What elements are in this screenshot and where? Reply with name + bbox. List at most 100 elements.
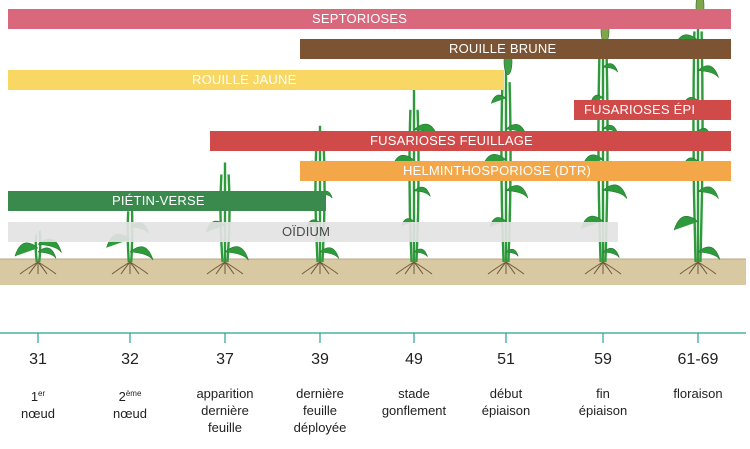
plant-leaf [505, 248, 519, 257]
plant-leaf [673, 215, 699, 231]
stage-32-line: nœud [113, 406, 147, 421]
stage-32-ord: 2 [118, 389, 126, 404]
rouille-jaune-bar: ROUILLE JAUNE [8, 70, 504, 90]
septorioses-bar: SEPTORIOSES [8, 9, 731, 29]
stage-61-69-code: 61-69 [677, 351, 719, 368]
stage-31-line: nœud [21, 406, 55, 421]
plant-leaf [129, 246, 154, 261]
fusarioses-epi-label: FUSARIOSES ÉPI [584, 102, 696, 117]
stage-31-code: 31 [29, 351, 47, 368]
rouille-brune-label: ROUILLE BRUNE [449, 41, 557, 56]
stage-59-line1: fin [596, 386, 610, 401]
stage-49-line1: stade [398, 386, 430, 401]
plant-root [37, 261, 57, 275]
plant-root [19, 261, 39, 275]
plant-leaf [14, 242, 39, 257]
stage-32-desc: 2ème nœud [85, 385, 175, 422]
plant-stem [219, 174, 224, 263]
oidium-bar: OÏDIUM [8, 222, 618, 242]
rouille-jaune-label: ROUILLE JAUNE [192, 72, 297, 87]
stage-49-line2: gonflement [381, 403, 447, 418]
stage-39-line3: déployée [293, 420, 347, 435]
plant-root [395, 261, 415, 275]
stage-37-desc: apparition dernière feuille [180, 385, 270, 436]
plant-root [301, 261, 321, 275]
plant-root [310, 261, 321, 275]
oidium-label: OÏDIUM [282, 224, 331, 239]
plant-root [111, 261, 131, 275]
plant-leaf [319, 247, 340, 259]
wheat-plant-31 [14, 230, 62, 275]
plant-root [319, 261, 339, 275]
fusarioses-feuillage-label: FUSARIOSES FEUILLAGE [370, 133, 533, 148]
wheat-plant-49 [391, 89, 439, 275]
stage-51-desc: début épiaison [461, 385, 551, 419]
stage-37-line2: dernière [201, 403, 249, 418]
pietin-verse-bar: PIÉTIN-VERSE [8, 191, 326, 211]
pietin-verse-label: PIÉTIN-VERSE [112, 193, 205, 208]
plant-root [28, 261, 39, 275]
helminthosporiose-label: HELMINTHOSPORIOSE (DTR) [403, 163, 592, 178]
septorioses-label: SEPTORIOSES [312, 11, 408, 26]
plant-leaf [224, 246, 249, 261]
stage-32-code: 32 [121, 351, 139, 368]
stage-49-desc: stade gonflement [369, 385, 459, 419]
plant-root [584, 261, 604, 275]
soil-band [0, 259, 746, 285]
stage-51-line2: épiaison [481, 403, 531, 418]
plant-root [206, 261, 226, 275]
plant-leaf [413, 186, 431, 197]
plant-root [224, 261, 244, 275]
plant-leaf [697, 246, 721, 260]
stage-39-line1: dernière [296, 386, 344, 401]
plant-leaf [602, 184, 628, 199]
stage-37-line3: feuille [208, 420, 242, 435]
stage-39-code: 39 [311, 351, 329, 368]
plant-root [413, 261, 433, 275]
plant-leaf [602, 63, 619, 73]
stage-39-desc: dernière feuille déployée [275, 385, 365, 436]
plant-stem [226, 174, 231, 263]
stage-37-code: 37 [216, 351, 234, 368]
plant-root [487, 261, 507, 275]
plant-leaf [602, 247, 620, 258]
stage-39-line2: feuille [303, 403, 337, 418]
plant-leaf [37, 247, 57, 259]
plant-root [688, 261, 699, 275]
plant-root [602, 261, 622, 275]
plant-root [679, 261, 699, 275]
stage-51-code: 51 [497, 351, 515, 368]
wheat-plant-37 [205, 162, 249, 275]
stage-61-69-line1: floraison [673, 386, 723, 401]
stage-37-line1: apparition [196, 386, 254, 401]
stage-59-desc: fin épiaison [558, 385, 648, 419]
plant-leaf [490, 94, 507, 104]
stage-31-sup: er [38, 389, 46, 398]
plant-leaf [697, 186, 719, 199]
stage-axis-ticks [37, 333, 699, 343]
fusarioses-feuillage-bar: FUSARIOSES FEUILLAGE [210, 131, 731, 151]
stage-51-line1: début [489, 386, 523, 401]
plant-leaf [413, 248, 428, 257]
plant-leaf [505, 185, 529, 199]
plant-root [505, 261, 525, 275]
plant-root [496, 261, 507, 275]
stage-59-code: 59 [594, 351, 612, 368]
plant-root [129, 261, 149, 275]
rouille-brune-bar: ROUILLE BRUNE [300, 39, 731, 59]
stage-61-69-desc: floraison [653, 385, 743, 402]
plant-root [120, 261, 131, 275]
fusarioses-epi-bar: FUSARIOSES ÉPI [574, 100, 731, 120]
plant-stem [408, 109, 413, 263]
stage-49-code: 49 [405, 351, 423, 368]
plant-root [593, 261, 604, 275]
plant-leaf [697, 65, 719, 78]
stage-31-desc: 1er nœud [0, 385, 83, 422]
stage-32-sup: ème [125, 389, 142, 398]
stage-31-ord: 1 [30, 389, 39, 404]
plant-root [404, 261, 415, 275]
helminthosporiose-bar: HELMINTHOSPORIOSE (DTR) [300, 161, 731, 181]
stage-59-line2: épiaison [578, 403, 628, 418]
plant-root [697, 261, 717, 275]
plant-root [215, 261, 226, 275]
